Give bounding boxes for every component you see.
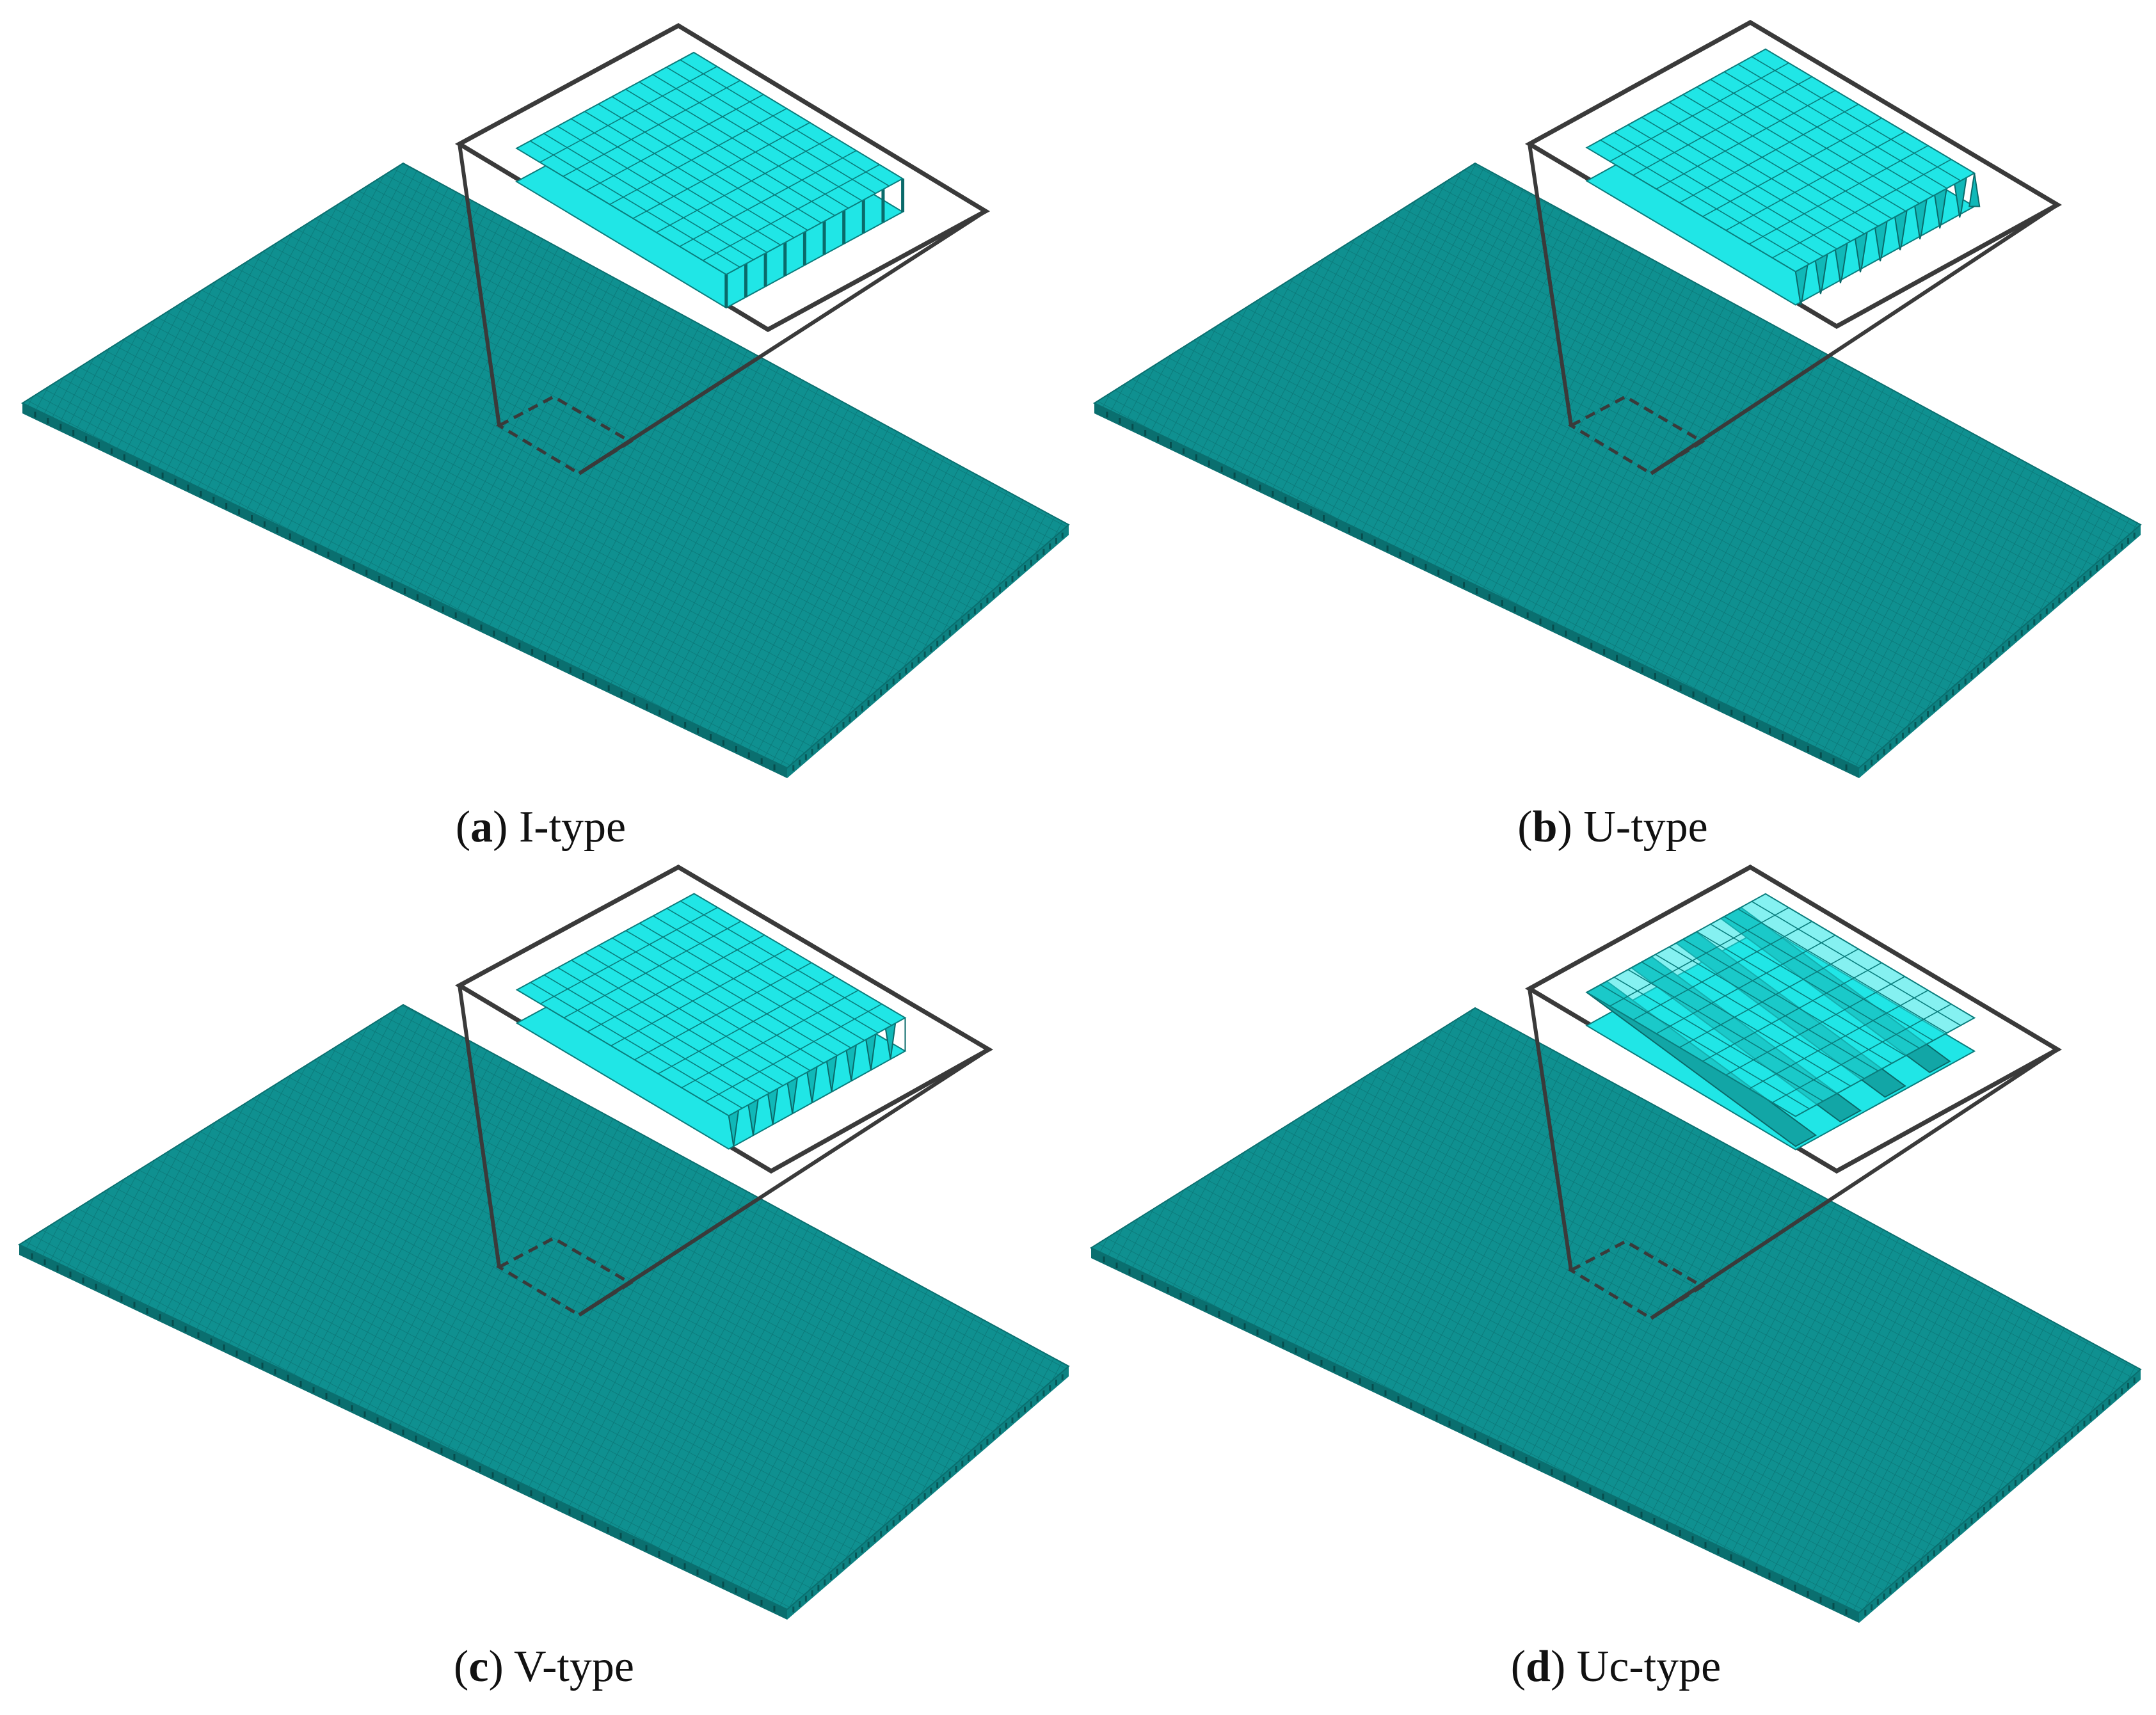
plate-top-face-c [17, 1003, 1070, 1611]
inset-sandwich-a [515, 51, 905, 309]
caption-b-letter: b [1532, 802, 1558, 852]
inset-core-b [1794, 173, 1981, 305]
plate-top-face-d [1089, 1007, 2142, 1614]
plate-side-right-d [1859, 1369, 2141, 1623]
plate-top-face-b [1092, 162, 2142, 769]
inset-top-skin-d [1585, 893, 1976, 1117]
plate-side-right-a [787, 525, 1069, 778]
caption-a-label: I-type [518, 802, 627, 852]
panel-a [20, 22, 1070, 778]
plate-side-right-c [787, 1366, 1069, 1620]
caption-d-letter: d [1526, 1642, 1551, 1691]
inset-top-skin-b [1585, 48, 1976, 273]
plate-core-edge-d [1103, 1256, 2136, 1616]
caption-a: (a) I-type [455, 802, 627, 852]
inset-top-skin-c [515, 893, 907, 1117]
plate-core-edge-c [31, 1253, 1064, 1613]
inset-core-a [724, 179, 905, 308]
inset-sandwich-d [1585, 893, 1976, 1151]
plate-core-edge-b [1106, 411, 2136, 771]
zoom-leader-lines-d [1528, 988, 2059, 1320]
caption-c-label: V-type [513, 1642, 634, 1691]
plate-side-right-b [1859, 525, 2141, 778]
zoom-leader-lines-a [458, 143, 987, 475]
plate-top-face-a [20, 162, 1070, 769]
inset-sandwich-b [1585, 48, 1981, 306]
panel-b [1092, 19, 2142, 778]
panel-c [17, 864, 1070, 1620]
panel-d [1089, 864, 2142, 1623]
caption-c-letter: c [468, 1642, 489, 1691]
caption-a-letter: a [470, 802, 493, 852]
caption-b-label: U-type [1583, 802, 1708, 852]
caption-b: (b) U-type [1517, 802, 1708, 852]
caption-d-label: Uc-type [1576, 1642, 1721, 1691]
inset-top-skin-a [515, 51, 904, 276]
zoom-leader-lines-c [458, 985, 990, 1317]
zoom-leader-lines-b [1528, 143, 2059, 475]
caption-d: (d) Uc-type [1510, 1642, 1721, 1691]
inset-sandwich-c [515, 893, 907, 1150]
caption-c: (c) V-type [454, 1642, 634, 1691]
plate-core-edge-a [34, 411, 1064, 771]
